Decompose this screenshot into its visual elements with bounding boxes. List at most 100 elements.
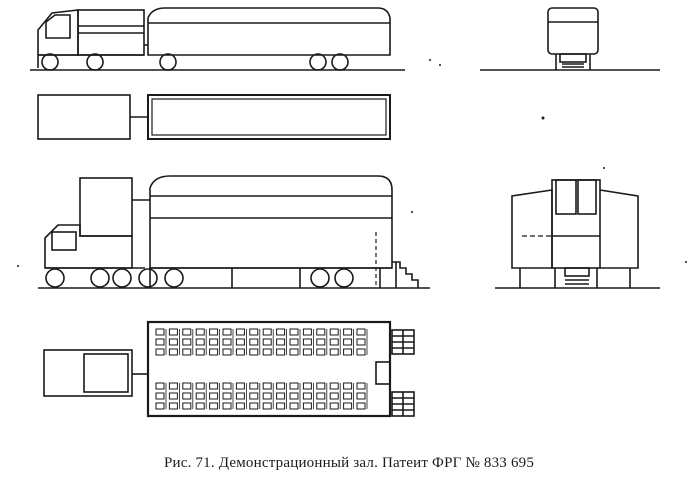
seat: [356, 402, 366, 410]
seat: [262, 402, 272, 410]
seat: [289, 392, 299, 400]
rear-body: [547, 7, 599, 55]
seat: [168, 348, 178, 356]
seat: [155, 382, 165, 390]
wheel: [309, 53, 327, 71]
cab-top: [43, 349, 133, 397]
seat: [249, 338, 259, 346]
wheel: [331, 53, 349, 71]
seat: [168, 328, 178, 336]
seat-rows-rear: [155, 382, 368, 410]
seat: [249, 392, 259, 400]
seat: [249, 328, 259, 336]
seat: [343, 392, 353, 400]
wheel: [138, 268, 158, 288]
stair-top: [391, 329, 415, 355]
seat: [182, 382, 192, 390]
seat: [168, 402, 178, 410]
seat: [222, 382, 232, 390]
seat: [195, 382, 205, 390]
seat: [343, 328, 353, 336]
seat: [209, 348, 219, 356]
seat: [182, 348, 192, 356]
seat: [356, 392, 366, 400]
seat: [195, 402, 205, 410]
seat-rows-front: [155, 328, 368, 356]
seat: [316, 348, 326, 356]
seat: [235, 338, 245, 346]
seat: [302, 338, 312, 346]
cab-upper: [79, 177, 133, 237]
seat: [302, 348, 312, 356]
seat: [262, 382, 272, 390]
seat: [302, 392, 312, 400]
seat: [222, 392, 232, 400]
trailer-body: [149, 175, 393, 269]
seat: [316, 382, 326, 390]
seat: [209, 338, 219, 346]
cab-lower: [44, 224, 133, 269]
truck-side-view-deployed: [38, 175, 430, 289]
entry-steps: [392, 261, 419, 288]
seat: [155, 402, 165, 410]
seat: [316, 402, 326, 410]
seat: [168, 392, 178, 400]
truck-top-view-seating: [43, 320, 415, 418]
wheel: [112, 268, 132, 288]
figure-caption: Рис. 71. Демонстрационный зал. Патеит ФР…: [163, 455, 535, 471]
seat: [289, 348, 299, 356]
wheel: [45, 268, 65, 288]
seat: [182, 402, 192, 410]
seat: [168, 338, 178, 346]
seat: [195, 348, 205, 356]
truck-top-view-transport: [37, 94, 391, 140]
seat: [155, 338, 165, 346]
seat: [168, 382, 178, 390]
seat: [329, 402, 339, 410]
seat: [235, 348, 245, 356]
seat: [262, 338, 272, 346]
seat: [329, 348, 339, 356]
seat: [276, 382, 286, 390]
seat: [276, 392, 286, 400]
wheel: [310, 268, 330, 288]
truck-side-view-transport: [30, 7, 405, 71]
seat: [302, 328, 312, 336]
seat: [343, 382, 353, 390]
seat: [155, 392, 165, 400]
cab-window: [45, 14, 71, 39]
seat: [195, 328, 205, 336]
seat: [182, 392, 192, 400]
seat: [195, 338, 205, 346]
rear-view-deployed: [495, 179, 660, 289]
seat: [343, 338, 353, 346]
right-wing: [599, 189, 639, 269]
seat: [302, 382, 312, 390]
seat: [316, 392, 326, 400]
seat: [302, 402, 312, 410]
seat: [249, 402, 259, 410]
seat: [249, 348, 259, 356]
seat: [235, 328, 245, 336]
seat: [329, 392, 339, 400]
scan-specks: [17, 59, 687, 267]
seat: [155, 328, 165, 336]
seat: [289, 328, 299, 336]
seat: [182, 338, 192, 346]
wheel: [164, 268, 184, 288]
wheel: [334, 268, 354, 288]
seat: [356, 348, 366, 356]
seat: [222, 402, 232, 410]
seat: [222, 348, 232, 356]
seat: [222, 338, 232, 346]
seat: [356, 328, 366, 336]
cab-top: [37, 94, 131, 140]
seat: [262, 328, 272, 336]
wheel: [90, 268, 110, 288]
rear-view-transport: [480, 7, 660, 71]
seat: [316, 338, 326, 346]
seat: [316, 328, 326, 336]
seat: [343, 348, 353, 356]
wheel: [41, 53, 59, 71]
